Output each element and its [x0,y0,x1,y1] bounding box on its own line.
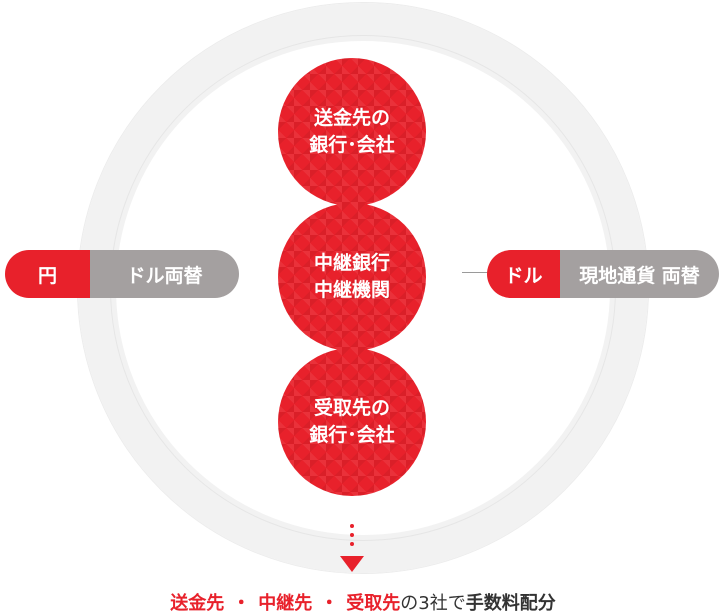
currency-from-yen: 円 [5,250,90,298]
connector-line [462,272,488,273]
exchange-yen-to-dollar: 円 ドル両替 [5,250,239,298]
separator: ・ [320,593,339,614]
party-sender: 送金先 [170,593,225,614]
node-recipient-bank: 受取先の 銀行･会社 [278,348,426,496]
separator: ・ [232,593,251,614]
exchange-to-local-currency: 現地通貨 両替 [560,250,719,298]
node-intermediary-line2: 中継機関 [313,279,390,301]
party-recipient: 受取先 [346,593,401,614]
node-recipient-line1: 受取先の [313,397,390,419]
dotted-line-dot [350,533,354,537]
caption-emphasis: 手数料配分 [465,593,556,614]
node-intermediary-bank: 中継銀行 中継機関 [278,203,426,351]
caption-middle: の3社で [400,593,466,614]
dotted-line-dot [350,542,354,546]
node-intermediary-line1: 中継銀行 [313,252,390,274]
node-sender-line1: 送金先の [313,107,390,129]
fee-split-caption: 送金先・中継先・受取先の3社で手数料配分 [0,589,726,615]
exchange-to-dollar: ドル両替 [90,250,239,298]
node-recipient-line2: 銀行･会社 [309,424,395,446]
exchange-dollar-to-local: ドル 現地通貨 両替 [487,250,719,298]
node-sender-line2: 銀行･会社 [309,134,395,156]
party-intermediary: 中継先 [258,593,313,614]
arrow-down-icon [340,556,364,572]
dotted-line-dot [350,524,354,528]
node-sender-bank: 送金先の 銀行･会社 [278,58,426,206]
currency-from-dollar: ドル [487,250,560,298]
